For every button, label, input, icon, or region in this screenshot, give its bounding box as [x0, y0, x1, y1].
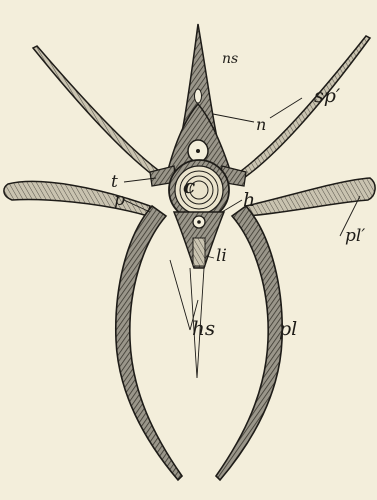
right-pleural-rib [246, 178, 375, 216]
right-spine [234, 36, 370, 182]
label-p: p [114, 192, 125, 209]
left-lower-rib [116, 206, 182, 480]
label-t: t [111, 174, 118, 191]
left-spine [33, 46, 158, 176]
label-li: li [216, 248, 227, 265]
label-ns: ns [222, 52, 238, 66]
label-hs: hs [192, 318, 215, 338]
neural-canal-upper [195, 89, 202, 103]
label-c: c [183, 176, 195, 196]
label-h: h [243, 191, 255, 210]
label-sp-prime: sp′ [314, 87, 340, 106]
left-pleural-rib [4, 181, 150, 216]
label-pl-prime: pl′ [345, 228, 365, 245]
label-pl: pl [279, 320, 297, 339]
label-n: n [256, 117, 266, 133]
